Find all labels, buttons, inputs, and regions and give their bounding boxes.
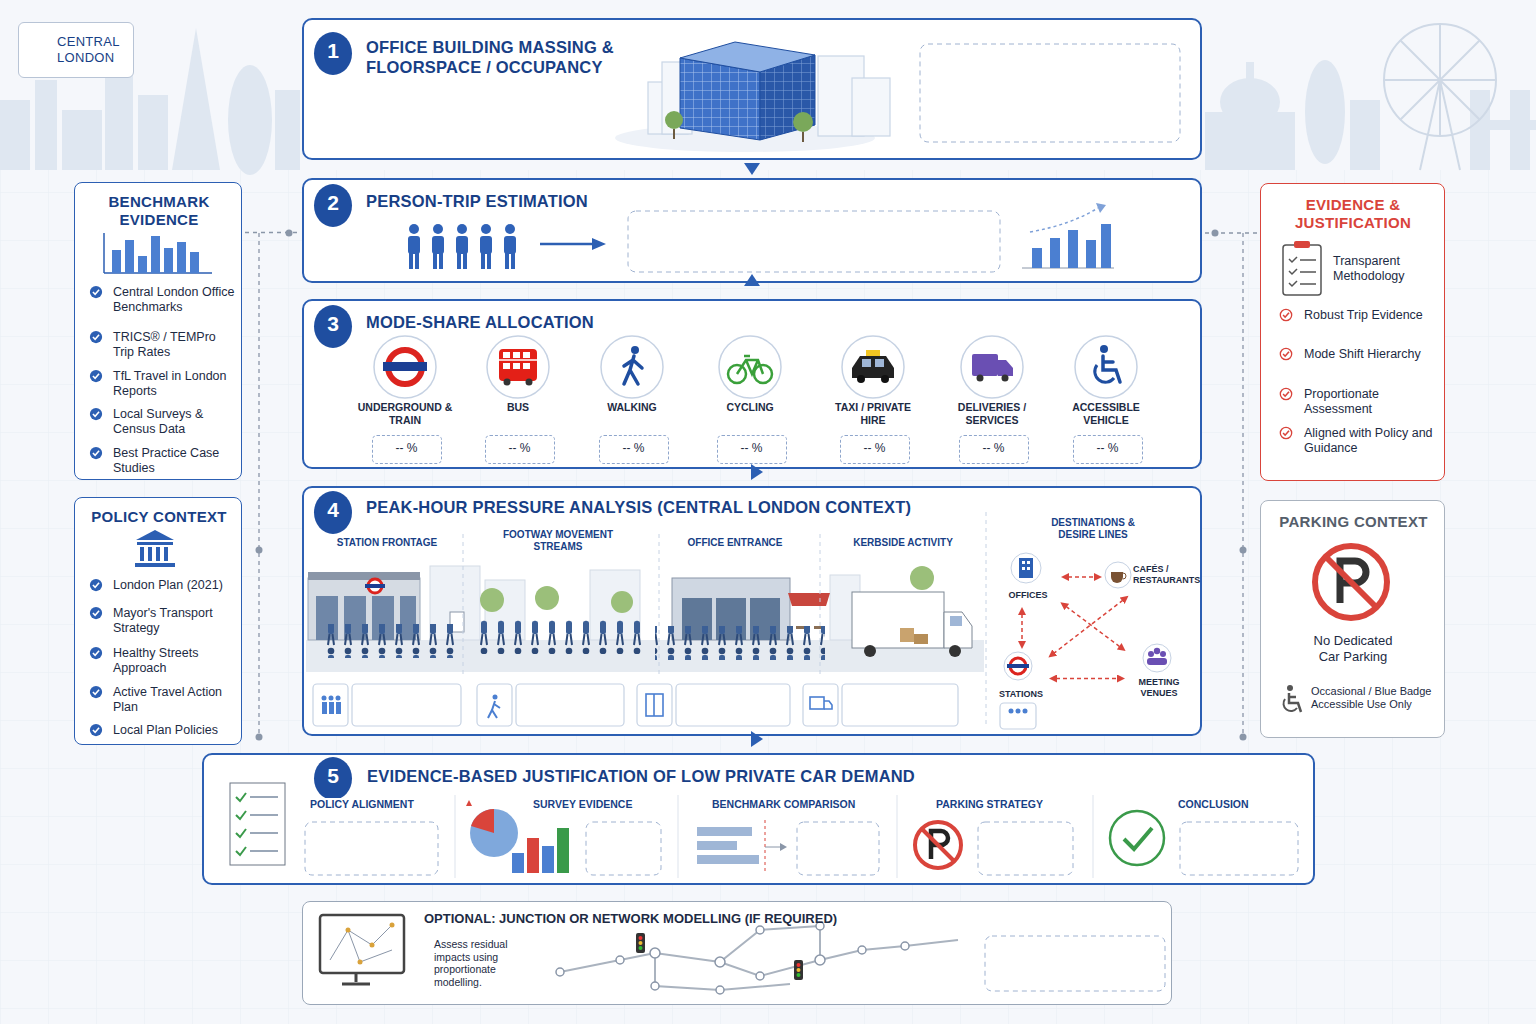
node-text: London Plan (2021): [113, 578, 238, 593]
text-label: BUS: [468, 401, 568, 414]
text-label: WALKING: [582, 401, 682, 414]
node-text: Robust Trip Evidence: [1304, 308, 1436, 323]
node-text: OPTIONAL: JUNCTION OR NETWORK MODELLING …: [424, 911, 964, 927]
node-text: CENTRAL LONDON: [57, 34, 131, 65]
connector: [245, 232, 299, 233]
node-text: -- %: [373, 436, 440, 460]
node-text: Occasional / Blue Badge Accessible Use O…: [1311, 685, 1439, 711]
node-text: PARKING CONTEXT: [1261, 513, 1446, 531]
section-box: MODE-SHARE ALLOCATION 3 -- % -- % -- % -- % --…: [302, 299, 1202, 469]
node-text: EVIDENCE-BASED JUSTIFICATION OF LOW PRIV…: [367, 767, 1007, 787]
destination-node: MEETING VENUES: [1128, 645, 1190, 707]
connector: [1066, 606, 1120, 646]
connector: [750, 163, 755, 164]
text-label: STATION FRONTAGE: [312, 537, 462, 549]
node-text: -- %: [841, 436, 908, 460]
percent-box: -- %: [1073, 435, 1143, 464]
node-text: -- %: [960, 436, 1027, 460]
destination-node: OFFICES: [998, 552, 1058, 604]
location-badge: CENTRAL LONDON: [18, 22, 134, 78]
callout-number: 2: [314, 184, 352, 227]
node-text: -- %: [1074, 436, 1141, 460]
node-text: -- %: [600, 436, 667, 460]
node-text: Proportionate Assessment: [1304, 387, 1436, 417]
node-text: Mayor's Transport Strategy: [113, 606, 238, 636]
text-label: DESTINATIONS & DESIRE LINES: [1038, 517, 1148, 541]
node-text: PEAK-HOUR PRESSURE ANALYSIS (CENTRAL LON…: [366, 498, 1006, 518]
node-text: Healthy Streets Approach: [113, 646, 238, 676]
callout-number: 1: [314, 32, 352, 75]
node-text: 4: [314, 491, 352, 529]
callout-number: 5: [314, 757, 352, 800]
connector: [1205, 232, 1257, 233]
node-text: Transparent Methodology: [1333, 254, 1438, 284]
text-label: PARKING STRATEGY: [936, 798, 1076, 811]
percent-box: -- %: [717, 435, 787, 464]
connector: [1054, 600, 1123, 653]
text-label: DELIVERIES / SERVICES: [942, 401, 1042, 426]
node-text: TRICS® / TEMPro Trip Rates: [113, 330, 238, 360]
connector: [1068, 576, 1095, 578]
text-label: OFFICE ENTRANCE: [670, 537, 800, 549]
node-text: POLICY CONTEXT: [75, 508, 243, 526]
node-text: Local Plan Policies: [113, 723, 238, 738]
section-box: PERSON-TRIP ESTIMATION 2: [302, 178, 1202, 283]
node-text: PERSON-TRIP ESTIMATION: [366, 192, 766, 212]
node-text: Local Surveys & Census Data: [113, 407, 238, 437]
percent-box: -- %: [372, 435, 442, 464]
text-label: FOOTWAY MOVEMENT STREAMS: [493, 529, 623, 553]
node-text: 3: [314, 305, 352, 343]
callout-number: 4: [314, 491, 352, 534]
node-text: OFFICE BUILDING MASSING & FLOORSPACE / O…: [366, 38, 656, 78]
text-label: ACCESSIBLE VEHICLE: [1056, 401, 1156, 426]
destination-node: CAFÉS / RESTAURANTS: [1105, 560, 1201, 594]
side-panel: EVIDENCE & JUSTIFICATION Transparent Meth…: [1260, 183, 1445, 481]
node-text: Active Travel Action Plan: [113, 685, 238, 715]
node-text: MODE-SHARE ALLOCATION: [366, 313, 766, 333]
side-panel: POLICY CONTEXT London Plan (2021) Mayor's …: [74, 497, 242, 745]
text-label: SURVEY EVIDENCE: [533, 798, 653, 811]
node-text: Central London Office Benchmarks: [113, 285, 238, 315]
node-text: No Dedicated Car Parking: [1303, 633, 1403, 664]
side-panel: PARKING CONTEXT No Dedicated Car ParkingO…: [1260, 500, 1445, 738]
connector: [750, 285, 755, 286]
node-text: -- %: [718, 436, 785, 460]
connector: [1056, 678, 1118, 680]
node-text: 2: [314, 184, 352, 222]
node-text: Mode Shift Hierarchy: [1304, 347, 1436, 362]
percent-box: -- %: [959, 435, 1029, 464]
node-text: OFFICES: [998, 590, 1058, 601]
section-box: EVIDENCE-BASED JUSTIFICATION OF LOW PRIV…: [202, 753, 1315, 885]
node-text: 5: [314, 757, 352, 795]
callout-number: 3: [314, 305, 352, 348]
text-label: BENCHMARK COMPARISON: [712, 798, 877, 811]
node-text: 1: [314, 32, 352, 70]
node-text: BENCHMARK EVIDENCE: [84, 193, 234, 229]
destination-node: STATIONS: [996, 652, 1046, 705]
node-text: MEETING VENUES: [1128, 677, 1190, 699]
connector: [1021, 614, 1023, 642]
text-label: POLICY ALIGNMENT: [310, 798, 445, 811]
node-text: Best Practice Case Studies: [113, 446, 238, 476]
node-text: EVIDENCE & JUSTIFICATION: [1278, 196, 1428, 232]
node-text: STATIONS: [996, 689, 1046, 700]
node-text: Aligned with Policy and Guidance: [1304, 426, 1436, 456]
percent-box: -- %: [485, 435, 555, 464]
node-text: -- %: [486, 436, 553, 460]
percent-box: -- %: [599, 435, 669, 464]
text-label: CYCLING: [700, 401, 800, 414]
text-label: UNDERGROUND & TRAIN: [355, 401, 455, 426]
node-text: TfL Travel in London Reports: [113, 369, 238, 399]
text-label: CONCLUSION: [1178, 798, 1288, 811]
section-box: OFFICE BUILDING MASSING & FLOORSPACE / O…: [302, 18, 1202, 160]
optional-box: OPTIONAL: JUNCTION OR NETWORK MODELLING …: [302, 901, 1172, 1005]
percent-box: -- %: [840, 435, 910, 464]
side-panel: BENCHMARK EVIDENCE Central London Office …: [74, 182, 242, 480]
node-text: CAFÉS / RESTAURANTS: [1133, 564, 1199, 586]
text-label: KERBSIDE ACTIVITY: [833, 537, 973, 549]
node-text: Assess residual impacts using proportion…: [434, 938, 534, 988]
text-label: TAXI / PRIVATE HIRE: [823, 401, 923, 426]
